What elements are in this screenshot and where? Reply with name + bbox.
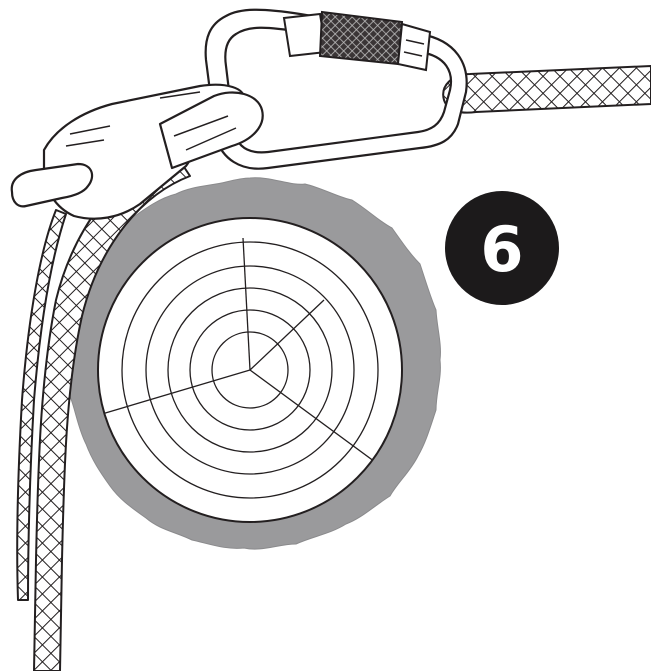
carabiner [204, 8, 468, 170]
step-badge: 6 [445, 191, 559, 305]
rope-adjuster-device [10, 83, 264, 220]
tree-radial-cracks [101, 237, 387, 471]
adjuster-detail-lines [65, 91, 237, 151]
screw-gate [282, 10, 432, 72]
rope-standing-end [442, 65, 651, 114]
adjuster-release-lever [10, 162, 94, 208]
tree-growth-rings [121, 241, 379, 499]
step-badge-circle [445, 191, 559, 305]
step-number: 6 [480, 213, 523, 286]
rope-tail [16, 209, 67, 601]
rope-descending-strand [33, 145, 191, 671]
adjuster-cam-arm [158, 91, 264, 170]
tree-trunk-cross-section [66, 177, 441, 550]
